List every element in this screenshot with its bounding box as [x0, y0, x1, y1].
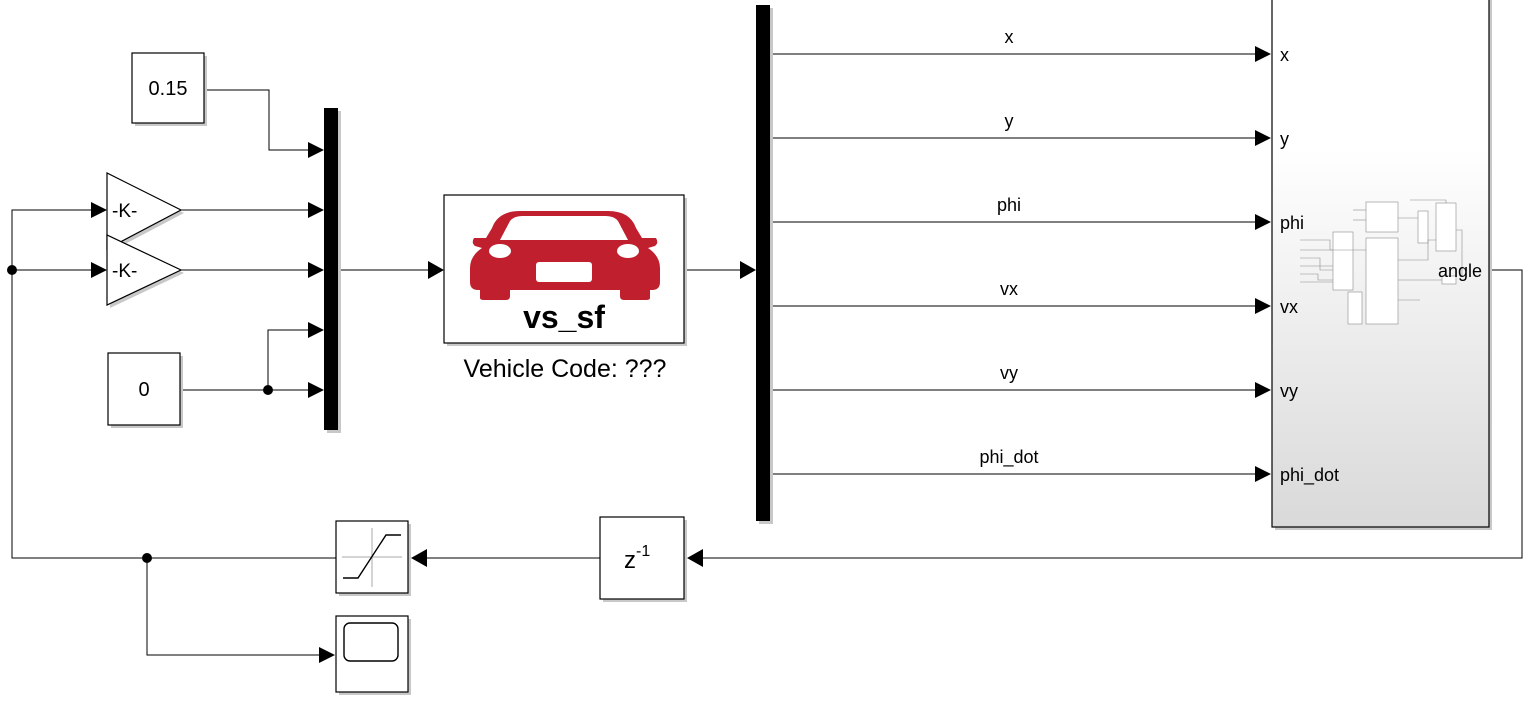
subsystem-port-phi: phi [1280, 213, 1304, 233]
wire-feedback-scope[interactable] [146, 558, 319, 656]
subsystem-port-phi-dot: phi_dot [1280, 465, 1339, 486]
subsystem-port-y: y [1280, 129, 1289, 149]
wire-saturation-gain1[interactable] [11, 209, 336, 559]
arrowheads [91, 46, 1271, 663]
vehicle-logo-text: vs_sf [523, 299, 605, 335]
signal-label-x: x [1005, 27, 1014, 47]
scope-block[interactable] [335, 615, 411, 695]
car-icon [470, 211, 660, 300]
saturation-block[interactable] [335, 520, 411, 596]
wire-angle-delay[interactable] [703, 269, 1523, 559]
branch-point-feedback [7, 265, 17, 275]
signal-label-vy: vy [1000, 363, 1018, 383]
wire-const0-branch[interactable] [267, 329, 308, 390]
constant-value: 0 [138, 379, 149, 401]
gain-label: -K- [112, 201, 137, 222]
signal-label-phi: phi [997, 195, 1021, 215]
gain-block-top[interactable]: -K- [106, 172, 184, 252]
gain-block-bottom[interactable]: -K- [106, 234, 184, 308]
branch-point-const0 [263, 385, 273, 395]
signal-lines [11, 53, 1523, 656]
unit-delay-block[interactable]: z-1 [599, 516, 687, 602]
signal-label-vx: vx [1000, 279, 1018, 299]
signal-label-y: y [1005, 111, 1014, 131]
vehicle-block-caption: Vehicle Code: ??? [464, 355, 667, 383]
mux-block[interactable] [324, 108, 341, 433]
subsystem-port-x: x [1280, 45, 1289, 65]
vehicle-sfunction-block[interactable]: vs_sf [443, 194, 687, 346]
scope-icon [343, 622, 399, 662]
signal-label-phi-dot: phi_dot [979, 447, 1038, 468]
subsystem-port-vx: vx [1280, 297, 1298, 317]
signal-labels: x y phi vx vy phi_dot [979, 27, 1038, 468]
constant-value: 0.15 [149, 78, 188, 100]
subsystem-block[interactable]: x y phi vx vy phi_dot angle [1271, 0, 1492, 530]
demux-block[interactable] [756, 5, 773, 524]
saturation-icon [342, 528, 402, 587]
constant-block-015[interactable]: 0.15 [131, 52, 207, 126]
branch-point-scope [142, 553, 152, 563]
constant-block-0[interactable]: 0 [107, 352, 183, 428]
subsystem-port-vy: vy [1280, 381, 1298, 401]
subsystem-port-angle: angle [1438, 261, 1482, 281]
gain-label: -K- [112, 261, 137, 282]
wire-const015-mux[interactable] [205, 89, 308, 151]
subsystem-preview-icon [1300, 199, 1463, 325]
unit-delay-label: z-1 [624, 543, 650, 574]
